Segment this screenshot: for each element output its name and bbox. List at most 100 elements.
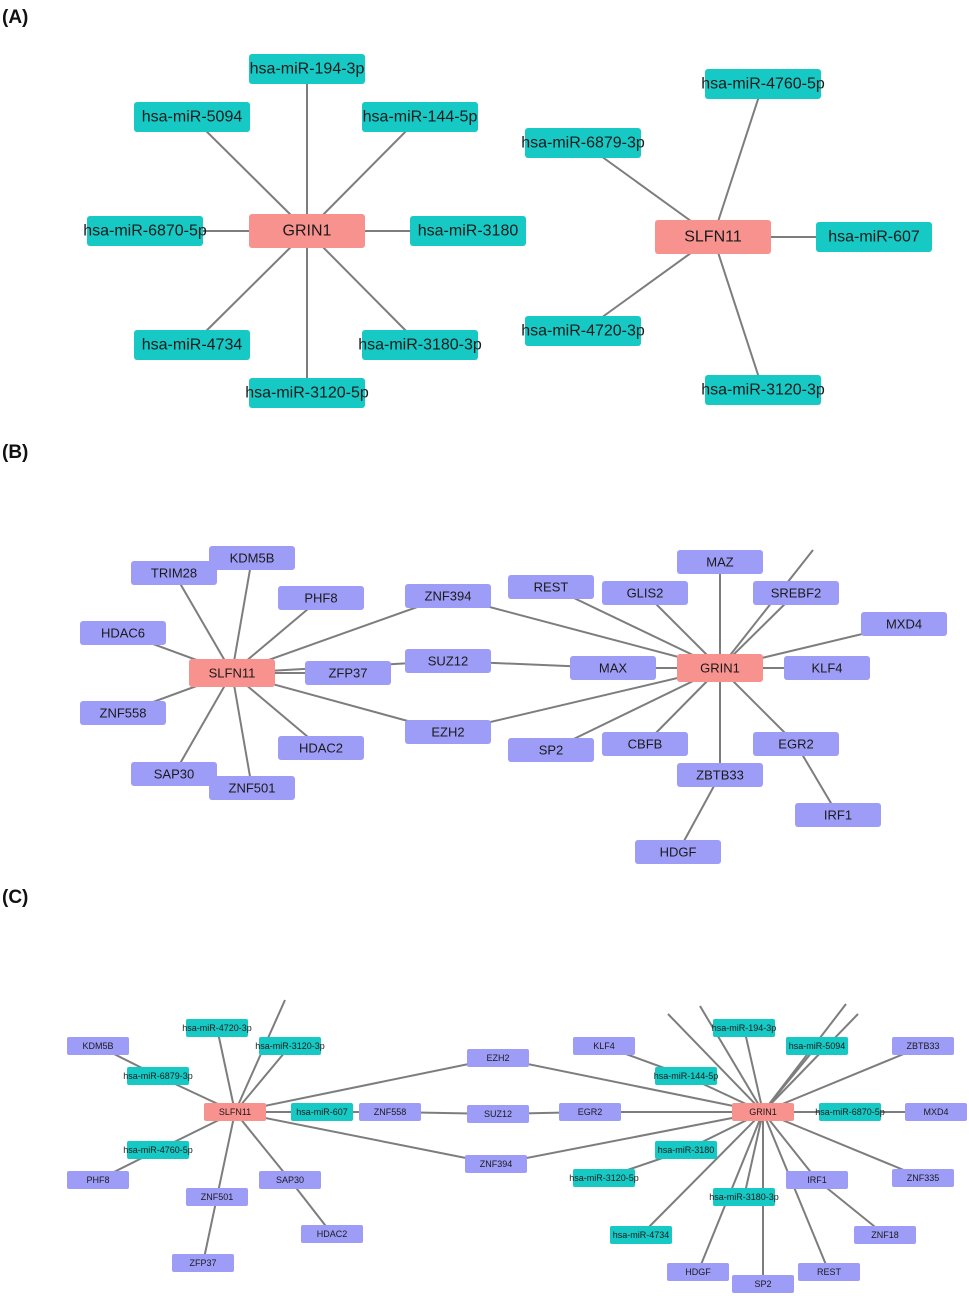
panel-a-network: GRIN1 hsa-miR-194-3p hsa-miR-5094 hsa-miR-1… bbox=[83, 54, 932, 408]
node-box-irf1 bbox=[786, 1171, 848, 1189]
node-label-hsa-mir-3180-3p: hsa-miR-3180-3p bbox=[709, 1192, 779, 1202]
node-box-sp2 bbox=[508, 738, 594, 762]
node-box-irf1 bbox=[795, 803, 881, 827]
node-label-hsa-mir-144-5p: hsa-miR-144-5p bbox=[363, 109, 478, 126]
node-box-grin1 bbox=[732, 1103, 794, 1121]
node-box-sap30 bbox=[131, 762, 217, 786]
node-hdac2: HDAC2 bbox=[301, 1225, 363, 1243]
panel-label-a: (A) bbox=[2, 7, 28, 28]
node-kdm5b: KDM5B bbox=[67, 1037, 129, 1055]
node-hsa-mir-4734: hsa-miR-4734 bbox=[134, 330, 250, 360]
node-label-slfn11: SLFN11 bbox=[684, 229, 742, 246]
node-label-sap30: SAP30 bbox=[276, 1175, 304, 1185]
node-sp2: SP2 bbox=[732, 1275, 794, 1293]
node-label-irf1: IRF1 bbox=[807, 1175, 827, 1185]
node-hsa-mir-4720-3p: hsa-miR-4720-3p bbox=[182, 1019, 252, 1037]
node-grin1: GRIN1 bbox=[677, 654, 763, 682]
node-egr2: EGR2 bbox=[559, 1103, 621, 1121]
node-box-hsa-mir-3120-3p bbox=[705, 375, 821, 405]
node-phf8: PHF8 bbox=[278, 586, 364, 610]
panel-label-b: (B) bbox=[2, 442, 28, 463]
node-label-zfp37: ZFP37 bbox=[189, 1258, 216, 1268]
node-box-hdgf bbox=[635, 840, 721, 864]
node-label-hsa-mir-3180-3p: hsa-miR-3180-3p bbox=[358, 337, 482, 354]
node-box-ezh2 bbox=[405, 720, 491, 744]
node-hsa-mir-5094: hsa-miR-5094 bbox=[134, 102, 250, 132]
node-label-hsa-mir-6870-5p: hsa-miR-6870-5p bbox=[83, 223, 207, 240]
edge-grin1-irf1 bbox=[762, 1111, 818, 1181]
node-box-hsa-mir-4734 bbox=[134, 330, 250, 360]
edge-slfn11-kdm5b bbox=[231, 557, 253, 674]
node-box-ezh2 bbox=[467, 1049, 529, 1067]
node-label-sap30: SAP30 bbox=[154, 767, 194, 782]
node-hsa-mir-194-3p: hsa-miR-194-3p bbox=[249, 54, 365, 84]
edge-grin1-rest bbox=[762, 1111, 830, 1273]
edge-grin1-offscreen-2 bbox=[699, 1005, 764, 1113]
node-box-hsa-mir-144-5p bbox=[655, 1067, 717, 1085]
node-slfn11: SLFN11 bbox=[655, 220, 771, 254]
node-rest: REST bbox=[508, 575, 594, 599]
node-label-hsa-mir-194-3p: hsa-miR-194-3p bbox=[250, 61, 365, 78]
node-znf558: ZNF558 bbox=[359, 1103, 421, 1121]
node-box-zbtb33 bbox=[677, 763, 763, 787]
edge-znf501-zfp37 bbox=[202, 1196, 218, 1264]
node-hsa-mir-5094: hsa-miR-5094 bbox=[786, 1037, 848, 1055]
node-label-hsa-mir-3120-5p: hsa-miR-3120-5p bbox=[569, 1173, 639, 1183]
node-zfp37: ZFP37 bbox=[172, 1254, 234, 1272]
node-box-max bbox=[570, 656, 656, 680]
node-box-rest bbox=[798, 1263, 860, 1281]
node-box-sp2 bbox=[732, 1275, 794, 1293]
node-box-hsa-mir-3180 bbox=[410, 216, 526, 246]
node-box-hdac6 bbox=[80, 621, 166, 645]
node-box-hsa-mir-4760-5p bbox=[705, 69, 821, 99]
node-label-hsa-mir-3120-3p: hsa-miR-3120-3p bbox=[701, 382, 825, 399]
node-hsa-mir-607: hsa-miR-607 bbox=[291, 1103, 353, 1121]
node-label-znf394: ZNF394 bbox=[425, 589, 472, 604]
node-slfn11: SLFN11 bbox=[204, 1103, 266, 1121]
node-label-grin1: GRIN1 bbox=[283, 223, 332, 240]
node-klf4: KLF4 bbox=[573, 1037, 635, 1055]
node-label-hdgf: HDGF bbox=[685, 1267, 711, 1277]
node-glis2: GLIS2 bbox=[602, 581, 688, 605]
edge-grin1-m194-3p bbox=[743, 1027, 764, 1113]
node-hdgf: HDGF bbox=[635, 840, 721, 864]
node-irf1: IRF1 bbox=[786, 1171, 848, 1189]
node-hdac2: HDAC2 bbox=[278, 736, 364, 760]
node-box-hsa-mir-194-3p bbox=[249, 54, 365, 84]
edge-slfn11-sap30 bbox=[234, 1111, 291, 1181]
node-label-hdgf: HDGF bbox=[660, 845, 697, 860]
node-znf394: ZNF394 bbox=[405, 584, 491, 608]
node-sap30: SAP30 bbox=[259, 1171, 321, 1189]
node-label-hdac2: HDAC2 bbox=[299, 741, 343, 756]
node-hsa-mir-3120-5p: hsa-miR-3120-5p bbox=[245, 378, 369, 408]
node-box-mxd4 bbox=[905, 1103, 967, 1121]
node-label-trim28: TRIM28 bbox=[151, 566, 197, 581]
node-box-maz bbox=[677, 550, 763, 574]
node-box-trim28 bbox=[131, 561, 217, 585]
node-zbtb33: ZBTB33 bbox=[677, 763, 763, 787]
node-label-hsa-mir-6879-3p: hsa-miR-6879-3p bbox=[521, 135, 645, 152]
edge-grin1-m3180-3p bbox=[743, 1111, 764, 1198]
node-label-egr2: EGR2 bbox=[778, 737, 813, 752]
node-rest: REST bbox=[798, 1263, 860, 1281]
node-label-slfn11: SLFN11 bbox=[219, 1107, 251, 1117]
node-box-hsa-mir-3120-3p bbox=[259, 1037, 321, 1055]
node-box-hdac2 bbox=[278, 736, 364, 760]
node-hsa-mir-6870-5p: hsa-miR-6870-5p bbox=[815, 1103, 885, 1121]
panel-label-c: (C) bbox=[2, 887, 28, 908]
node-irf1: IRF1 bbox=[795, 803, 881, 827]
node-box-slfn11 bbox=[655, 220, 771, 254]
node-box-sap30 bbox=[259, 1171, 321, 1189]
edge-znf394-grin1 bbox=[495, 1111, 764, 1165]
node-znf335: ZNF335 bbox=[892, 1169, 954, 1187]
node-box-egr2 bbox=[753, 732, 839, 756]
node-box-hdac2 bbox=[301, 1225, 363, 1243]
node-maz: MAZ bbox=[677, 550, 763, 574]
node-label-hsa-mir-194-3p: hsa-miR-194-3p bbox=[712, 1023, 777, 1033]
node-znf501: ZNF501 bbox=[209, 776, 295, 800]
node-label-maz: MAZ bbox=[706, 555, 734, 570]
node-label-znf558: ZNF558 bbox=[374, 1107, 407, 1117]
